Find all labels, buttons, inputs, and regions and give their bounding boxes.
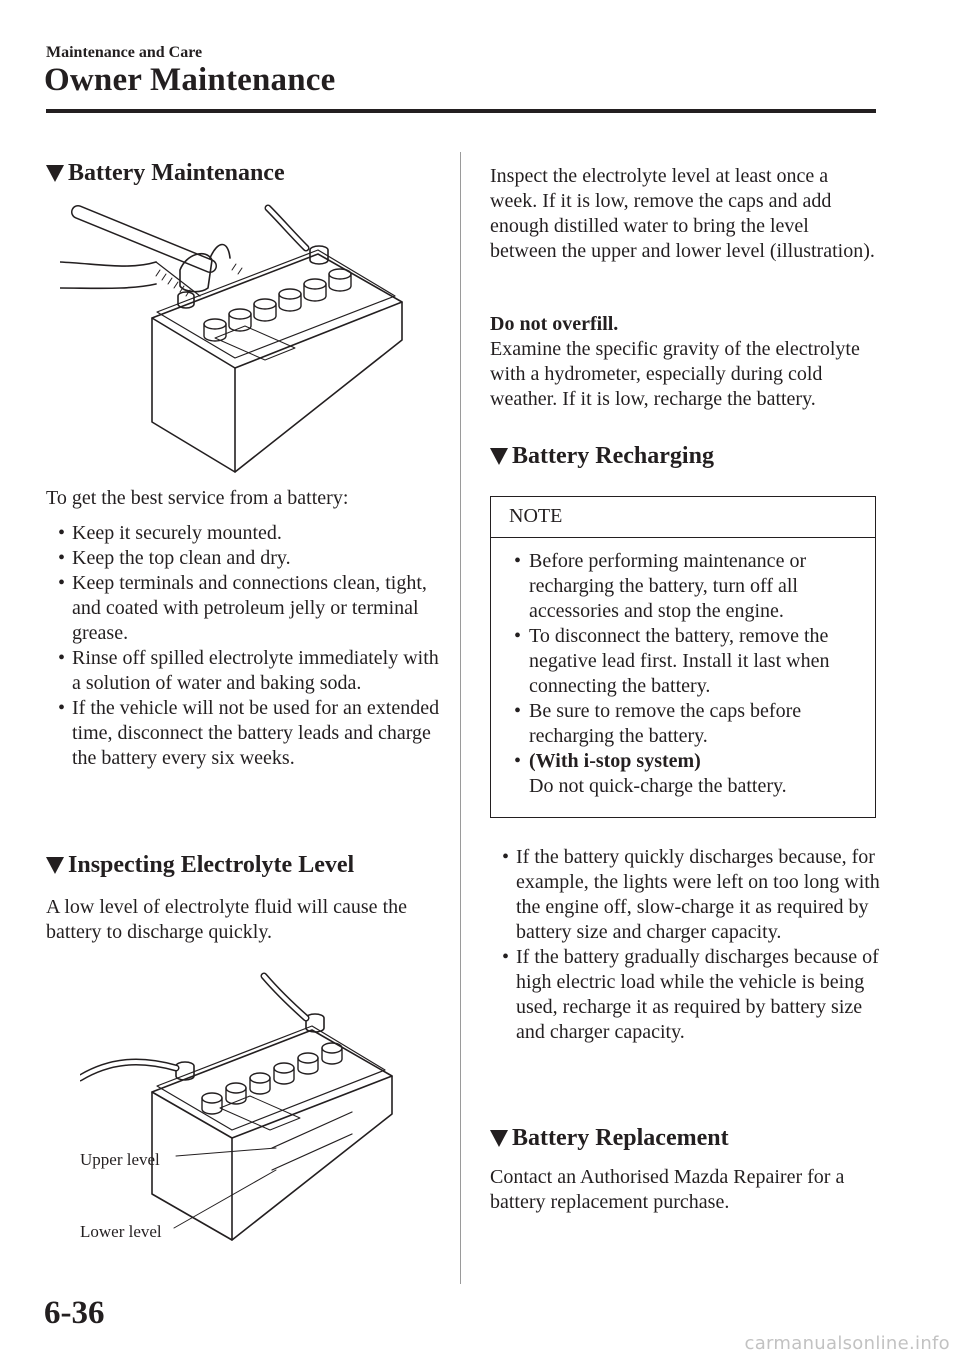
watermark: carmanualsonline.info bbox=[744, 1333, 950, 1354]
inspecting-heading-text: Inspecting Electrolyte Level bbox=[68, 852, 355, 878]
triangle-marker-icon bbox=[46, 857, 64, 874]
note-box: NOTE Before performing maintenance or re… bbox=[490, 496, 876, 818]
note-list: Before performing maintenance or recharg… bbox=[501, 549, 873, 799]
list-item: Keep the top clean and dry. bbox=[46, 546, 446, 571]
istop-title: (With i-stop system) bbox=[529, 750, 701, 772]
column-divider bbox=[460, 152, 461, 1284]
list-item: Keep terminals and connections clean, ti… bbox=[46, 571, 446, 646]
page-number: 6-36 bbox=[44, 1295, 105, 1331]
note-title: NOTE bbox=[509, 505, 563, 527]
list-item: If the vehicle will not be used for an e… bbox=[46, 696, 446, 771]
triangle-marker-icon bbox=[46, 165, 64, 182]
battery-maintenance-heading-text: Battery Maintenance bbox=[68, 160, 285, 186]
lower-level-label: Lower level bbox=[80, 1222, 162, 1241]
list-item: If the battery quickly discharges becaus… bbox=[490, 845, 880, 945]
istop-text: Do not quick-charge the battery. bbox=[529, 775, 787, 797]
replacement-heading-text: Battery Replacement bbox=[512, 1125, 729, 1151]
triangle-marker-icon bbox=[490, 448, 508, 465]
recharging-heading: Battery Recharging bbox=[490, 443, 714, 470]
inspecting-text: A low level of electrolyte fluid will ca… bbox=[46, 896, 407, 943]
battery-maintenance-intro: To get the best service from a battery: bbox=[46, 487, 349, 509]
list-item: Before performing maintenance or recharg… bbox=[501, 549, 873, 624]
upper-level-label: Upper level bbox=[80, 1150, 160, 1169]
section-label: Maintenance and Care bbox=[46, 44, 203, 61]
replacement-text: Contact an Authorised Mazda Repairer for… bbox=[490, 1166, 845, 1213]
recharging-list: If the battery quickly discharges becaus… bbox=[490, 845, 880, 1045]
list-item: If the battery gradually discharges beca… bbox=[490, 945, 880, 1045]
list-item: (With i-stop system) Do not quick-charge… bbox=[501, 749, 873, 799]
list-item: Keep it securely mounted. bbox=[46, 521, 446, 546]
replacement-heading: Battery Replacement bbox=[490, 1125, 729, 1152]
overfill-warning: Do not overfill. bbox=[490, 313, 619, 335]
list-item: To disconnect the battery, remove the ne… bbox=[501, 624, 873, 699]
list-item: Be sure to remove the caps before rechar… bbox=[501, 699, 873, 749]
specific-gravity-text: Examine the specific gravity of the elec… bbox=[490, 338, 860, 410]
battery-maintenance-list: Keep it securely mounted. Keep the top c… bbox=[46, 521, 446, 771]
battery-maintenance-heading: Battery Maintenance bbox=[46, 160, 285, 187]
header-rule bbox=[46, 109, 876, 113]
recharging-heading-text: Battery Recharging bbox=[512, 443, 714, 469]
page-title: Owner Maintenance bbox=[44, 62, 336, 98]
triangle-marker-icon bbox=[490, 1130, 508, 1147]
note-divider bbox=[491, 537, 875, 539]
battery-cleaning-illustration bbox=[60, 204, 403, 473]
inspecting-instructions: Inspect the electrolyte level at least o… bbox=[490, 165, 875, 262]
inspecting-heading: Inspecting Electrolyte Level bbox=[46, 852, 354, 879]
electrolyte-level-illustration bbox=[80, 972, 393, 1241]
list-item: Rinse off spilled electrolyte immediatel… bbox=[46, 646, 446, 696]
